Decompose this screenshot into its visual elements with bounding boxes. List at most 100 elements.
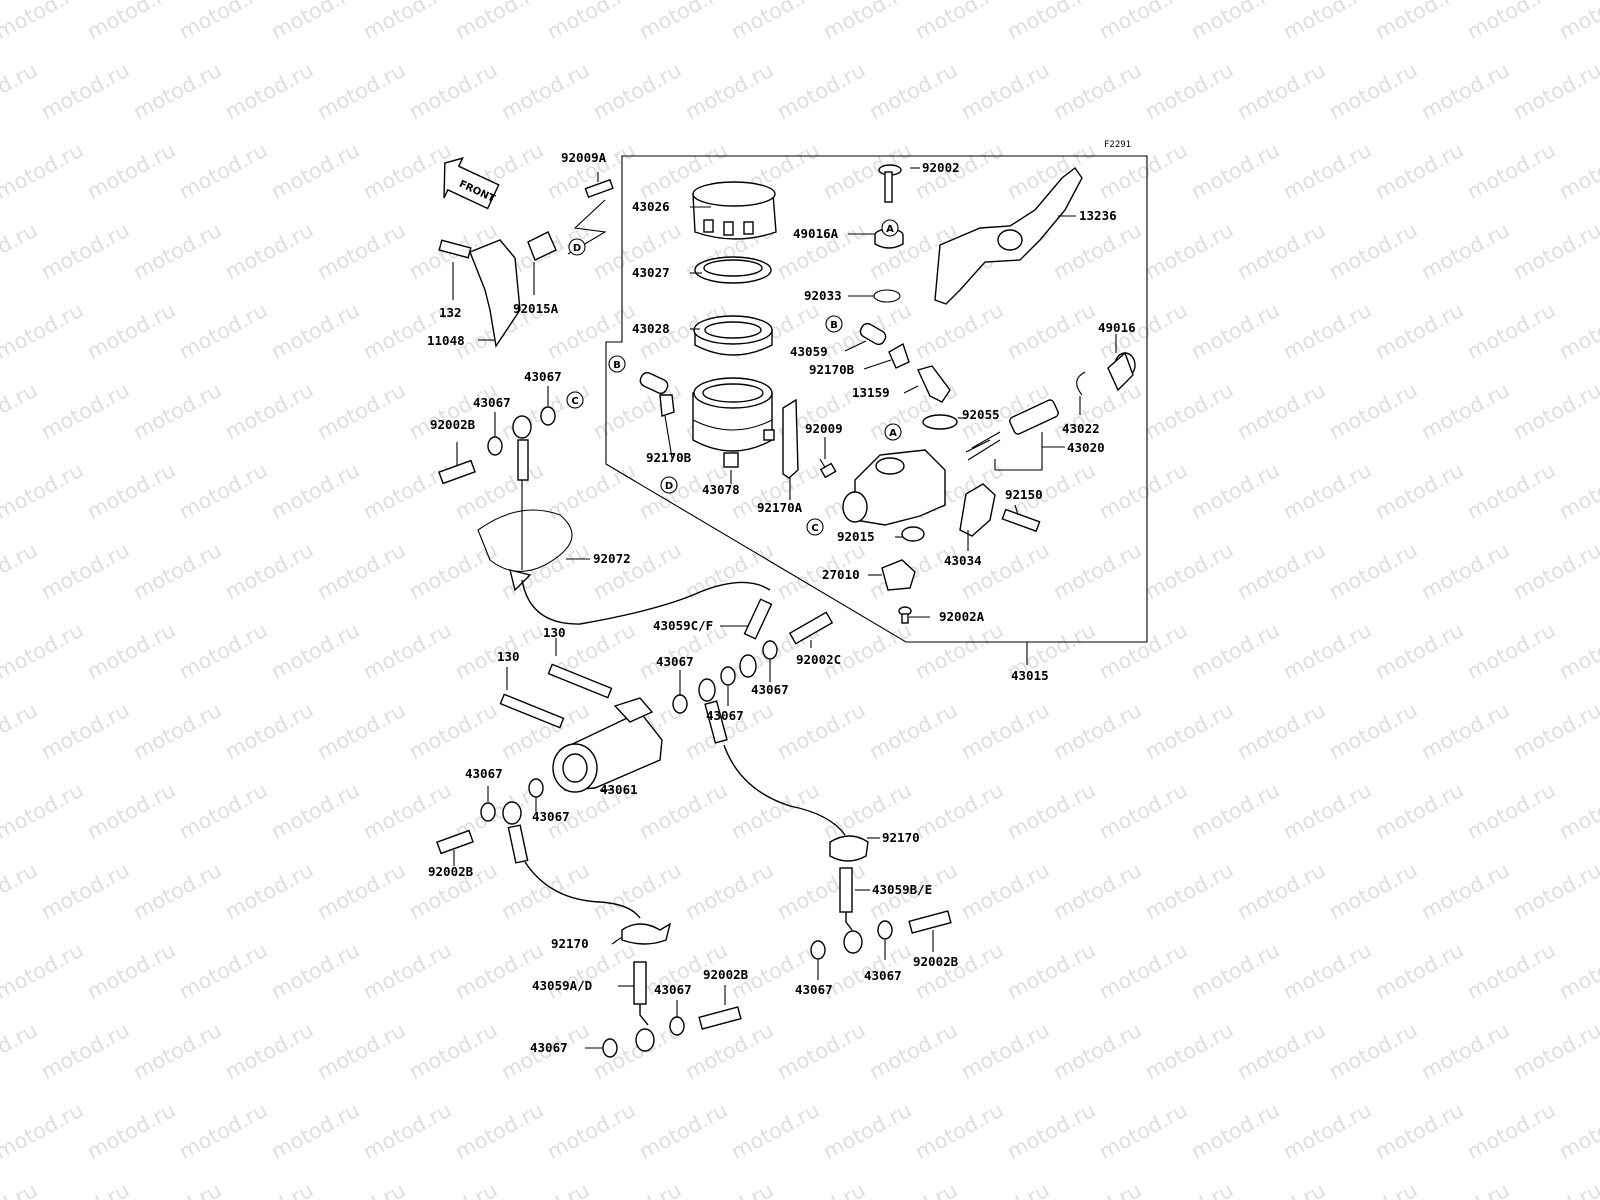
bracket-92170A — [782, 398, 799, 479]
bolt-132 — [438, 239, 472, 259]
part-label: 43067 — [864, 968, 902, 983]
part-label: 43067 — [530, 1040, 568, 1055]
part-label: 92009 — [805, 421, 843, 436]
ref-circle-d-top: D — [568, 238, 586, 256]
part-label: 92002A — [939, 609, 985, 624]
part-label: 43015 — [1011, 668, 1049, 683]
part-label: 92002C — [796, 652, 841, 667]
washer-lower-left-b — [528, 778, 544, 798]
hose-left-lower — [524, 861, 641, 919]
ref-circle-d-res: D — [660, 476, 678, 494]
leader-lines — [452, 167, 1117, 1049]
part-label: 92002B — [430, 417, 476, 432]
washer-upper-left-b — [540, 406, 556, 426]
sleeve-92015A — [527, 231, 557, 261]
part-label: 92055 — [962, 407, 1000, 422]
part-label: 43028 — [632, 321, 670, 336]
part-label: 92170 — [551, 936, 589, 951]
washer-ad-a — [602, 1038, 618, 1058]
part-labels: 92009A 43026 43027 43028 92002 13236 490… — [427, 150, 1136, 1055]
fitting-13159 — [917, 365, 951, 403]
clamp-92170-left — [621, 922, 672, 945]
hose-b-left — [639, 372, 675, 417]
part-label: 43059B/E — [872, 882, 932, 897]
part-label: 92170 — [882, 830, 920, 845]
part-label: 43067 — [706, 708, 744, 723]
bolt-92009A — [584, 178, 614, 199]
part-label: 92170B — [646, 450, 692, 465]
washer-ad-b — [669, 1016, 685, 1036]
clamp-92170-right — [829, 835, 869, 862]
part-label: 43067 — [524, 369, 562, 384]
bolt-130-b — [499, 693, 565, 729]
circlip-43022 — [1076, 371, 1086, 396]
bolt-92002B-be — [908, 910, 952, 934]
circlip-92033 — [873, 289, 901, 303]
switch-27010 — [881, 559, 916, 591]
part-label: 92002B — [703, 967, 749, 982]
part-label: 43026 — [632, 199, 670, 214]
part-label: 43067 — [656, 654, 694, 669]
ref-label: D — [573, 243, 581, 254]
part-label: 92170A — [757, 500, 803, 515]
ref-circle-b-top: B — [825, 315, 843, 333]
diaphragm-plate-43027 — [694, 256, 772, 284]
screw-92002A — [898, 606, 912, 624]
part-label: 43059 — [790, 344, 828, 359]
washer-cf-b — [720, 666, 736, 686]
banjo-43059CF — [739, 598, 773, 678]
part-label: 92033 — [804, 288, 842, 303]
part-label: 43061 — [600, 782, 638, 797]
ref-circle-a-top: A — [881, 219, 899, 237]
washer-be-b — [877, 920, 893, 940]
oring-92055 — [922, 414, 958, 430]
washer-lower-left-a — [480, 802, 496, 822]
hose-43059 — [859, 322, 887, 346]
washer-be-a — [810, 940, 826, 960]
part-label: 13159 — [852, 385, 890, 400]
pivot-bolt-92002 — [878, 164, 902, 203]
part-label: 43067 — [465, 766, 503, 781]
slave-cylinder-43061 — [552, 697, 663, 793]
washer-upper-left-a — [487, 436, 503, 456]
diagram-code: F2291 — [1104, 140, 1131, 150]
part-label: 43022 — [1062, 421, 1100, 436]
ref-label: C — [811, 523, 818, 534]
piston-kit-43020 — [965, 399, 1065, 471]
part-label: 132 — [439, 305, 462, 320]
reservoir-cap-43026 — [692, 181, 777, 240]
holder-43034 — [959, 483, 996, 537]
dust-boot-49016 — [1107, 351, 1136, 392]
ref-circle-b-left: B — [608, 355, 626, 373]
part-label: 92009A — [561, 150, 607, 165]
bolt-92002B-upper — [438, 459, 476, 485]
part-label: 92002B — [913, 954, 959, 969]
washer-cf-a — [762, 640, 778, 660]
ref-label: A — [886, 224, 894, 235]
banjo-right-upper — [698, 678, 728, 744]
lever-13236 — [934, 166, 1083, 305]
front-arrow: FRONT — [443, 157, 500, 210]
bolt-130-a — [547, 663, 613, 699]
hose-right-lower — [723, 744, 846, 836]
hose-upper — [521, 579, 771, 625]
part-label: 13236 — [1079, 208, 1117, 223]
part-label: 92002B — [428, 864, 474, 879]
ref-label: C — [571, 396, 578, 407]
part-label: 43020 — [1067, 440, 1105, 455]
ref-circle-a-body: A — [884, 423, 902, 441]
bolt-92002C — [788, 611, 834, 645]
part-label: 92015 — [837, 529, 875, 544]
part-label: 43067 — [795, 982, 833, 997]
ref-circle-c-body: C — [806, 518, 824, 536]
banjo-upper-left — [512, 415, 532, 481]
reservoir-43078 — [692, 377, 775, 468]
part-label: 43067 — [751, 682, 789, 697]
clamp-92170B-top — [888, 342, 910, 369]
part-label: 92150 — [1005, 487, 1043, 502]
bracket-11048 — [469, 239, 521, 348]
part-label: 43034 — [944, 553, 982, 568]
part-label: 11048 — [427, 333, 465, 348]
washer-cf-c — [672, 694, 688, 714]
